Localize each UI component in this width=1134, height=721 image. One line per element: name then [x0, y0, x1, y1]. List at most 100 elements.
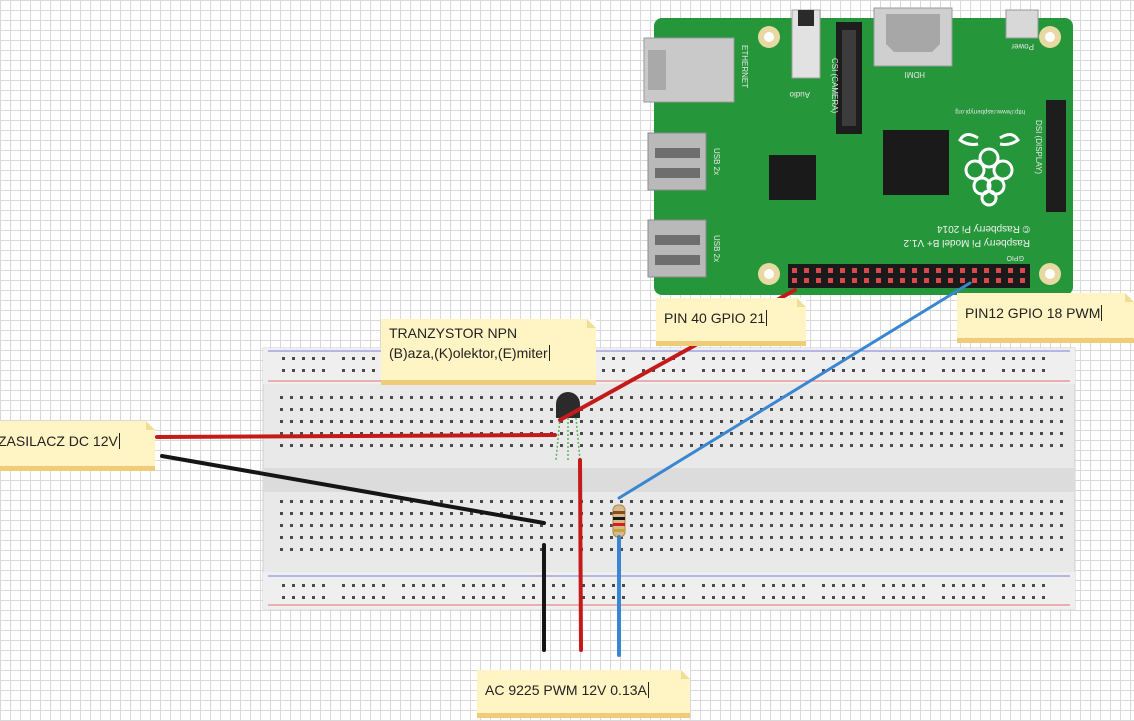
- breadboard-hole: [1032, 584, 1035, 587]
- breadboard-hole: [622, 596, 625, 599]
- breadboard-hole: [820, 500, 823, 503]
- breadboard-hole: [1042, 584, 1045, 587]
- breadboard-hole: [440, 536, 443, 539]
- breadboard-hole: [300, 512, 303, 515]
- breadboard-hole: [800, 512, 803, 515]
- breadboard-hole: [712, 357, 715, 360]
- breadboard-hole: [960, 396, 963, 399]
- usb-label-bottom: USB 2x: [712, 235, 721, 262]
- breadboard-hole: [482, 584, 485, 587]
- breadboard-hole: [860, 500, 863, 503]
- breadboard-hole: [790, 536, 793, 539]
- breadboard-hole: [730, 524, 733, 527]
- breadboard-hole: [470, 524, 473, 527]
- breadboard-hole: [520, 500, 523, 503]
- breadboard-hole: [920, 512, 923, 515]
- breadboard-hole: [690, 396, 693, 399]
- breadboard-hole: [470, 396, 473, 399]
- breadboard-hole: [382, 596, 385, 599]
- breadboard-hole: [880, 432, 883, 435]
- breadboard-hole: [902, 369, 905, 372]
- breadboard-hole: [680, 396, 683, 399]
- breadboard-hole: [322, 369, 325, 372]
- copyright-label: © Raspberry Pi 2014: [937, 223, 1030, 234]
- breadboard-hole: [710, 444, 713, 447]
- breadboard-hole: [630, 396, 633, 399]
- breadboard-hole: [690, 408, 693, 411]
- breadboard-hole: [462, 584, 465, 587]
- breadboard-hole: [590, 408, 593, 411]
- breadboard-hole: [600, 432, 603, 435]
- breadboard-hole: [790, 444, 793, 447]
- breadboard-hole: [712, 369, 715, 372]
- breadboard-hole: [810, 432, 813, 435]
- gpio-pin: [936, 278, 941, 283]
- gpio-pin: [852, 278, 857, 283]
- breadboard-hole: [800, 500, 803, 503]
- breadboard-hole: [970, 444, 973, 447]
- breadboard-hole: [940, 408, 943, 411]
- breadboard-hole: [330, 500, 333, 503]
- breadboard-hole: [860, 432, 863, 435]
- breadboard-hole: [780, 500, 783, 503]
- breadboard-hole: [910, 432, 913, 435]
- breadboard-hole: [892, 369, 895, 372]
- gpio-pin: [1020, 278, 1025, 283]
- breadboard-hole: [430, 432, 433, 435]
- breadboard-hole: [470, 512, 473, 515]
- breadboard-hole: [810, 548, 813, 551]
- breadboard-hole: [510, 524, 513, 527]
- breadboard-hole: [700, 512, 703, 515]
- breadboard-hole: [340, 420, 343, 423]
- breadboard-hole: [372, 596, 375, 599]
- breadboard-hole: [670, 524, 673, 527]
- audio-label: Audio: [789, 90, 810, 99]
- breadboard-hole: [870, 444, 873, 447]
- breadboard-hole: [380, 432, 383, 435]
- breadboard-hole: [702, 584, 705, 587]
- breadboard-hole: [370, 408, 373, 411]
- breadboard-hole: [620, 500, 623, 503]
- breadboard-hole: [1002, 596, 1005, 599]
- breadboard-hole: [970, 512, 973, 515]
- gpio-pin: [984, 268, 989, 273]
- breadboard-hole: [540, 444, 543, 447]
- breadboard-hole: [362, 584, 365, 587]
- breadboard-hole: [990, 512, 993, 515]
- breadboard-hole: [630, 500, 633, 503]
- breadboard-hole: [400, 500, 403, 503]
- breadboard-hole: [960, 408, 963, 411]
- breadboard-hole: [702, 369, 705, 372]
- breadboard-hole: [862, 584, 865, 587]
- breadboard-hole: [592, 584, 595, 587]
- breadboard-hole: [750, 408, 753, 411]
- breadboard-hole: [370, 420, 373, 423]
- breadboard-hole: [520, 420, 523, 423]
- breadboard-hole: [710, 548, 713, 551]
- breadboard-hole: [440, 512, 443, 515]
- breadboard-hole: [490, 524, 493, 527]
- breadboard-hole: [990, 536, 993, 539]
- breadboard-hole: [650, 524, 653, 527]
- breadboard-hole: [800, 408, 803, 411]
- breadboard-hole: [972, 369, 975, 372]
- breadboard-hole: [292, 584, 295, 587]
- breadboard-hole: [300, 500, 303, 503]
- breadboard-hole: [732, 596, 735, 599]
- breadboard-hole: [580, 420, 583, 423]
- breadboard-hole: [770, 500, 773, 503]
- breadboard-hole: [852, 596, 855, 599]
- breadboard-hole: [582, 596, 585, 599]
- breadboard-hole: [962, 369, 965, 372]
- gpio-pin: [960, 278, 965, 283]
- usb-controller-chip: [769, 155, 816, 200]
- breadboard-hole: [480, 408, 483, 411]
- breadboard-hole: [490, 408, 493, 411]
- breadboard-hole: [290, 444, 293, 447]
- breadboard-hole: [880, 524, 883, 527]
- breadboard-hole: [410, 408, 413, 411]
- breadboard-hole: [810, 408, 813, 411]
- breadboard-hole: [342, 584, 345, 587]
- breadboard-hole: [532, 596, 535, 599]
- breadboard-hole: [990, 396, 993, 399]
